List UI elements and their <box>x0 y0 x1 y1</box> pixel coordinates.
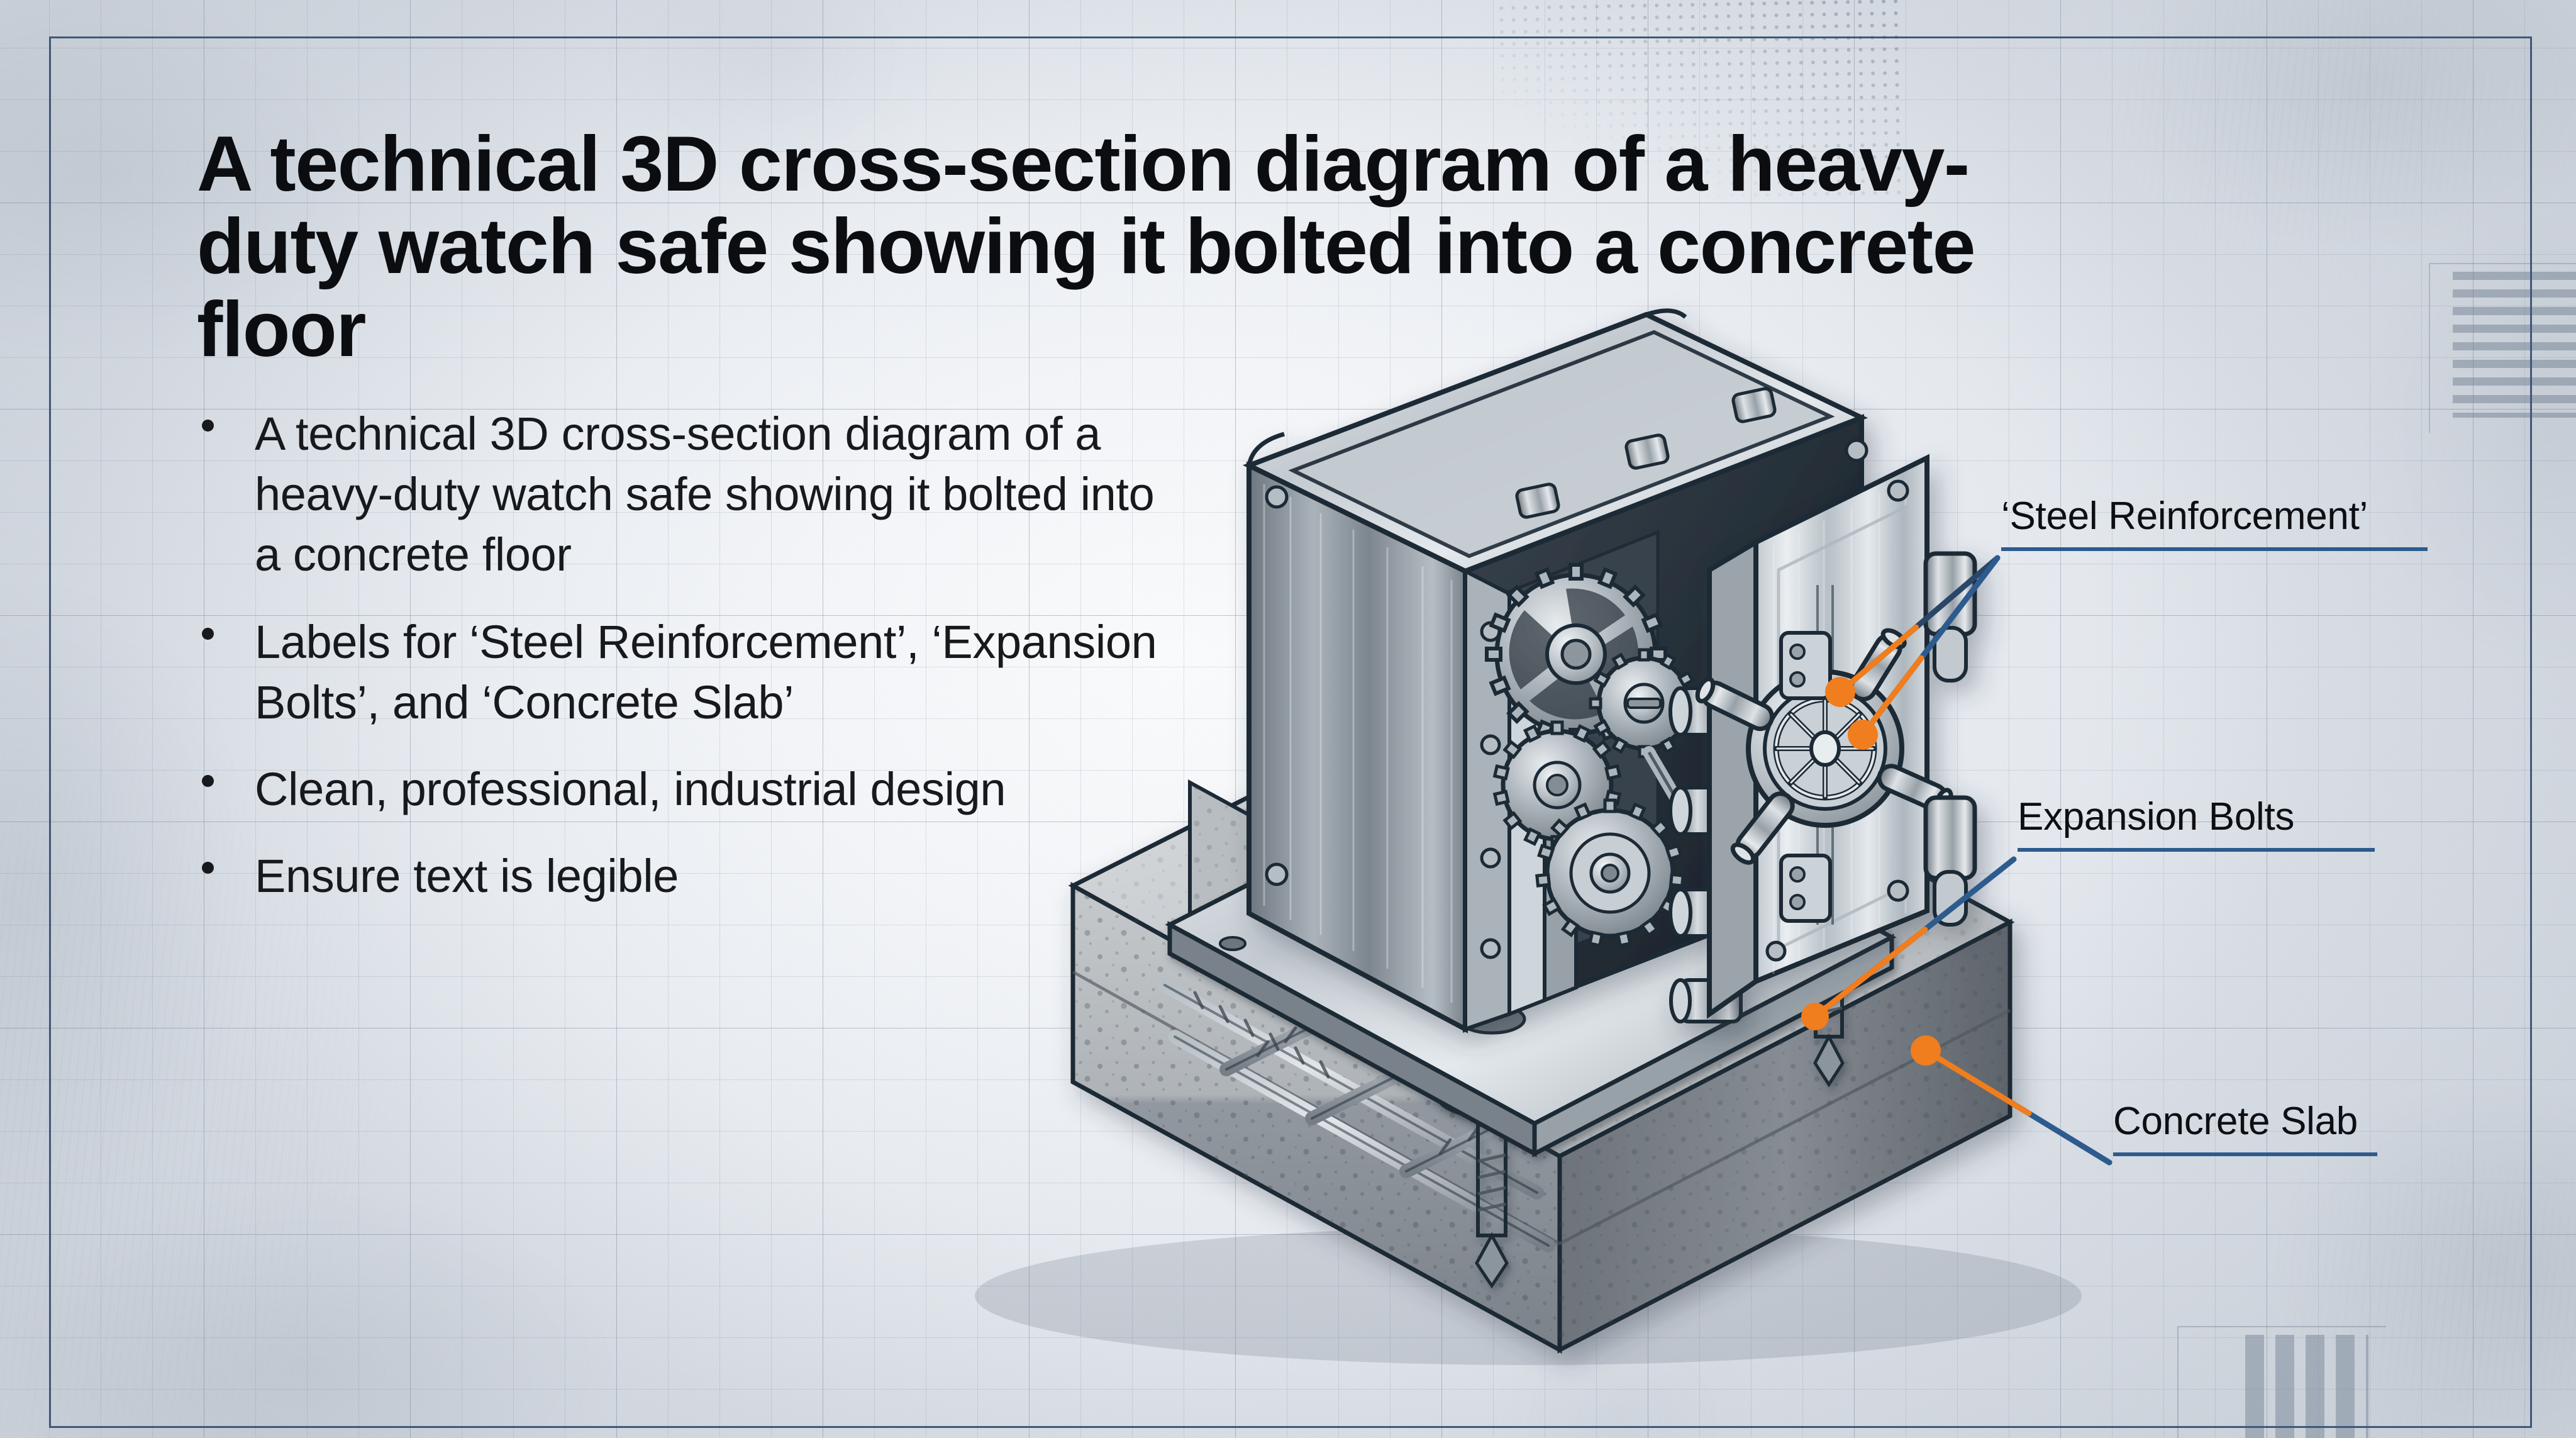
bullet-dot-icon <box>202 627 214 640</box>
bullet-dot-icon <box>202 862 214 874</box>
callout-steel-reinforcement: ‘Steel Reinforcement’ <box>2001 497 2428 551</box>
horizontal-bar-pattern <box>2453 272 2576 418</box>
callout-label: ‘Steel Reinforcement’ <box>2001 494 2368 538</box>
callout-underline <box>2018 848 2375 852</box>
list-item: Labels for ‘Steel Reinforcement’, ‘Expan… <box>197 612 1159 733</box>
bullet-dot-icon <box>202 775 214 788</box>
list-item: A technical 3D cross-section diagram of … <box>197 404 1159 586</box>
list-item-label: Labels for ‘Steel Reinforcement’, ‘Expan… <box>255 615 1157 728</box>
callout-underline <box>2001 547 2428 551</box>
list-item: Clean, professional, industrial design <box>197 759 1159 820</box>
vertical-bar-pattern <box>2245 1335 2368 1438</box>
list-item-label: Ensure text is legible <box>255 850 679 903</box>
callout-label: Concrete Slab <box>2113 1100 2358 1143</box>
list-item-label: A technical 3D cross-section diagram of … <box>255 408 1155 581</box>
page-title: A technical 3D cross-section diagram of … <box>197 121 1976 373</box>
callout-concrete-slab: Concrete Slab <box>2113 1102 2377 1156</box>
list-item: Ensure text is legible <box>197 846 1159 906</box>
callout-underline <box>2113 1152 2377 1156</box>
top-right-frame-accent <box>2429 263 2576 433</box>
callout-label: Expansion Bolts <box>2018 795 2295 839</box>
callout-expansion-bolts: Expansion Bolts <box>2018 798 2375 852</box>
bottom-right-frame-accent <box>2177 1326 2386 1438</box>
bullet-dot-icon <box>202 420 214 432</box>
list-item-label: Clean, professional, industrial design <box>255 762 1006 815</box>
bullet-list: A technical 3D cross-section diagram of … <box>197 404 1159 933</box>
